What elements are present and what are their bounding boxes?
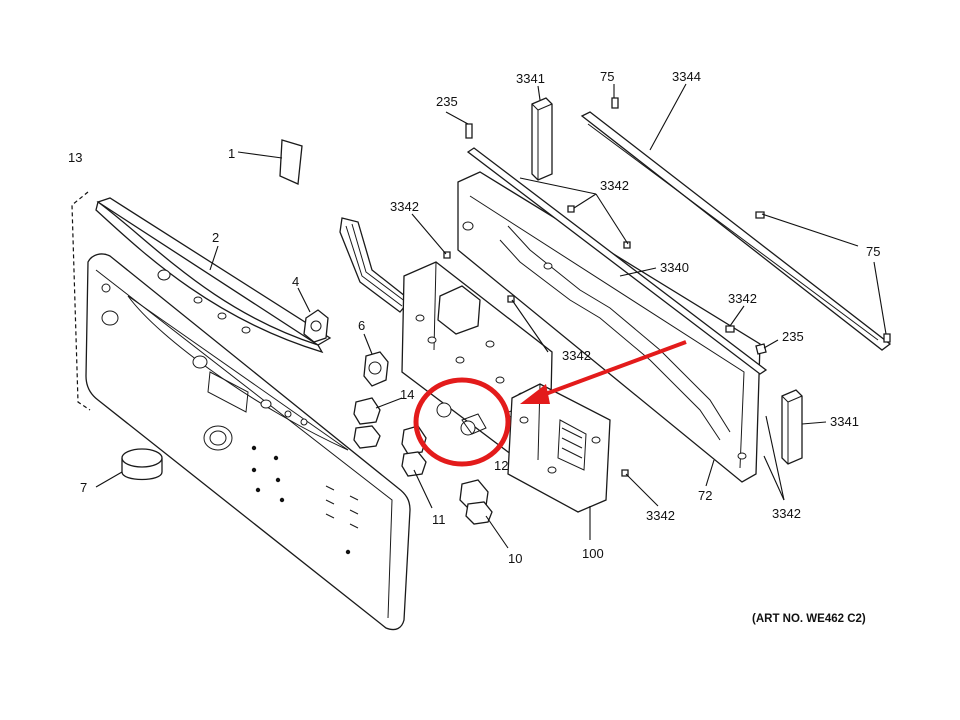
label-3341-right: 3341 (830, 414, 859, 429)
label-3342-f: 3342 (772, 506, 801, 521)
control-board-100 (507, 383, 611, 513)
label-2: 2 (212, 230, 219, 245)
part-4 (303, 309, 329, 343)
label-75-right: 75 (866, 244, 880, 259)
part-6 (363, 351, 389, 387)
part-3341-right (781, 389, 803, 465)
label-4: 4 (292, 274, 299, 289)
highlight-annotation (413, 340, 687, 467)
label-1: 1 (228, 146, 235, 161)
housing-3340 (457, 171, 761, 483)
part-3341-top (531, 97, 553, 181)
ribbon-cable (339, 217, 411, 313)
part-7-knob (121, 448, 163, 481)
screws (443, 97, 891, 477)
label-3340: 3340 (660, 260, 689, 275)
label-3342-d: 3342 (562, 348, 591, 363)
label-11: 11 (432, 512, 446, 527)
part-11 (401, 425, 427, 477)
label-235-right: 235 (782, 329, 804, 344)
label-12: 12 (494, 458, 508, 473)
part-labels: 1 2 4 6 7 10 11 12 13 14 72 75 75 100 23… (68, 69, 880, 625)
part-3344-lens (580, 111, 892, 351)
label-100: 100 (582, 546, 604, 561)
label-75-top: 75 (600, 69, 614, 84)
label-235-top: 235 (436, 94, 458, 109)
part-1-card (279, 139, 303, 185)
part-10 (459, 479, 493, 525)
label-10: 10 (508, 551, 522, 566)
label-7: 7 (80, 480, 87, 495)
label-3342-e: 3342 (646, 508, 675, 523)
label-3342-c: 3342 (728, 291, 757, 306)
label-3342-b: 3342 (390, 199, 419, 214)
part-14 (353, 397, 381, 449)
leader-lines (95, 83, 887, 549)
label-13: 13 (68, 150, 82, 165)
bracket-13 (71, 191, 91, 411)
label-14: 14 (400, 387, 414, 402)
art-number: (ART NO. WE462 C2) (752, 613, 866, 625)
highlight-circle (413, 377, 511, 467)
highlight-arrow-head (520, 384, 550, 404)
highlight-arrow-shaft (539, 340, 687, 398)
console-panel (85, 253, 411, 631)
label-72: 72 (698, 488, 712, 503)
label-6: 6 (358, 318, 365, 333)
label-3342-a: 3342 (600, 178, 629, 193)
part-2-trim (95, 197, 332, 354)
label-3344: 3344 (672, 69, 701, 84)
strip-top (466, 147, 768, 375)
label-3341-top: 3341 (516, 71, 545, 86)
